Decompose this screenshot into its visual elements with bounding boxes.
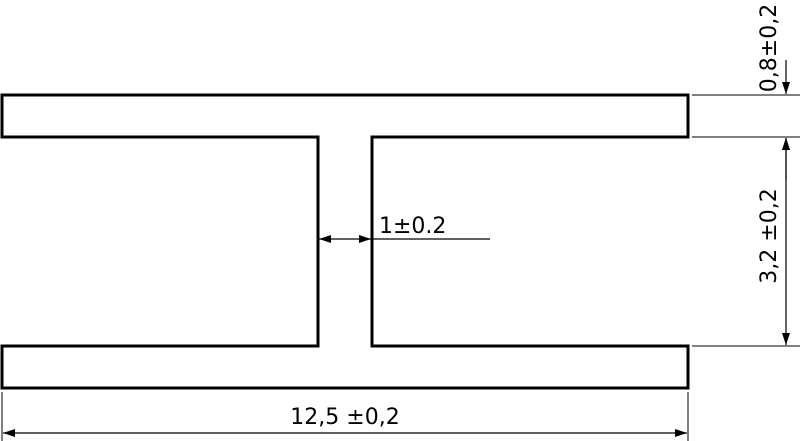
flange-thickness-label: 0,8±0,2 — [757, 4, 782, 92]
h-profile-outline — [0, 93, 690, 390]
web-thickness-label: 1±0.2 — [379, 214, 446, 239]
web-height-label: 3,2 ±0,2 — [757, 188, 782, 283]
web-thickness-value: 1 — [379, 214, 393, 239]
overall-width-label: 12,5 ±0,2 — [290, 405, 399, 430]
web-thickness-tolerance: ±0.2 — [393, 214, 446, 239]
